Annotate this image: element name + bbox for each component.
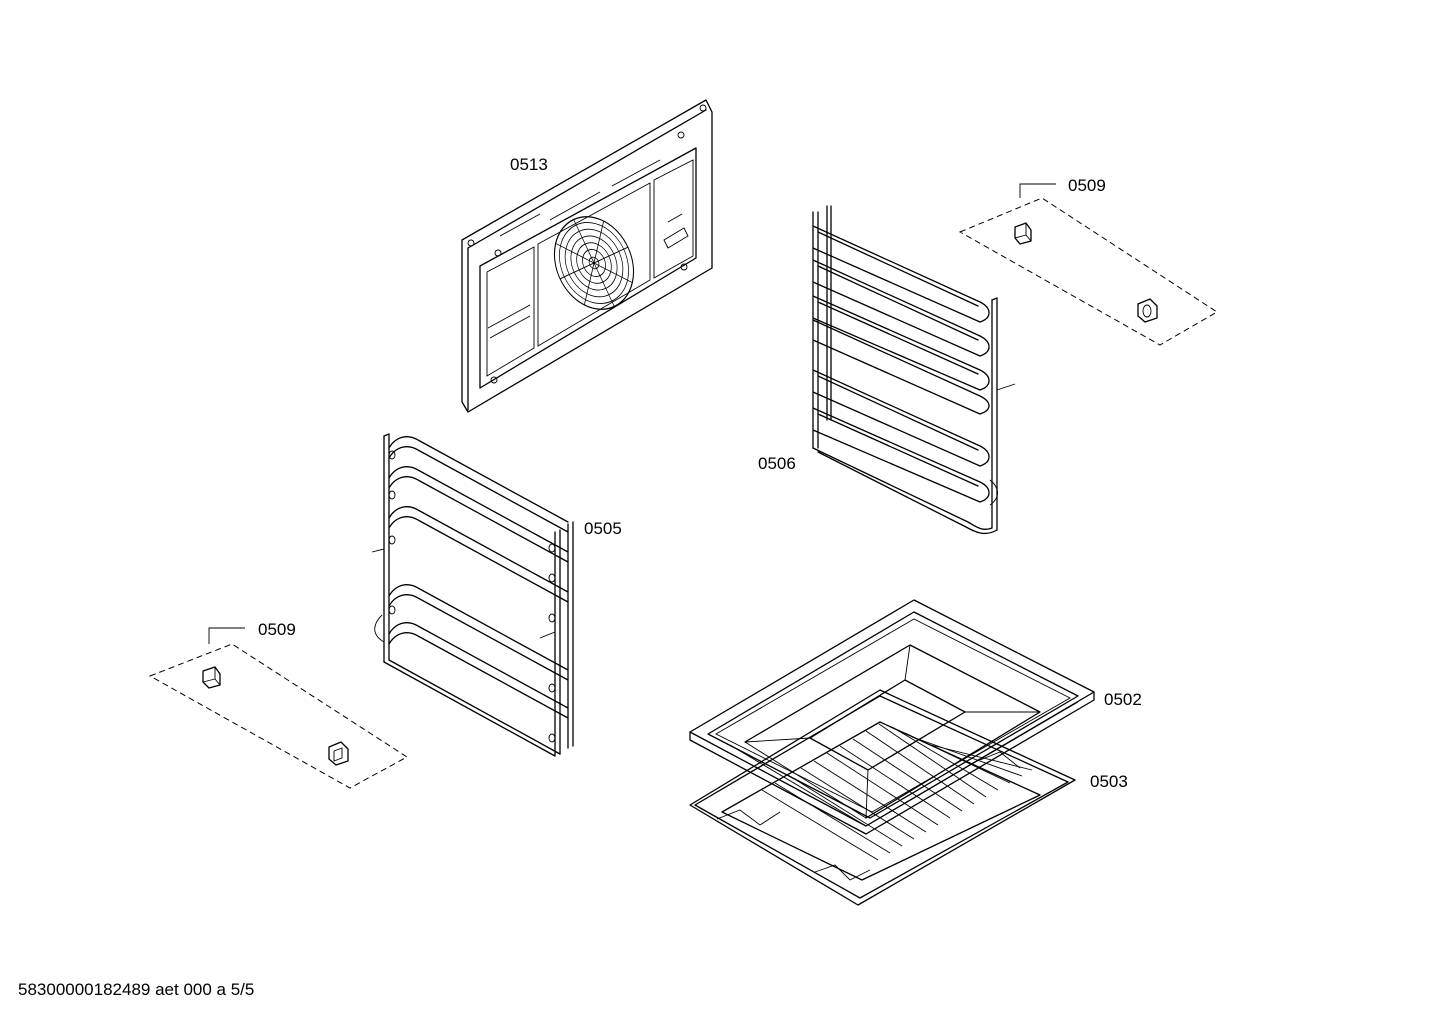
callout-0503: 0503 [1090, 772, 1128, 791]
document-reference: 58300000182489 aet 000 a 5/5 [18, 980, 255, 999]
callout-0506: 0506 [758, 454, 796, 473]
part-fan-cover [461, 99, 713, 413]
callout-0505: 0505 [584, 519, 622, 538]
part-clip-set-top [958, 183, 1218, 346]
part-left-rail [371, 433, 574, 757]
callout-0509-bottom: 0509 [258, 620, 296, 639]
callout-0513: 0513 [510, 155, 548, 174]
part-right-rail [812, 205, 1016, 535]
callout-0509-top: 0509 [1068, 176, 1106, 195]
part-baking-tray [689, 599, 1095, 835]
part-wire-rack [689, 689, 1076, 906]
callout-0502: 0502 [1104, 690, 1142, 709]
part-clip-set-bottom [148, 627, 408, 789]
